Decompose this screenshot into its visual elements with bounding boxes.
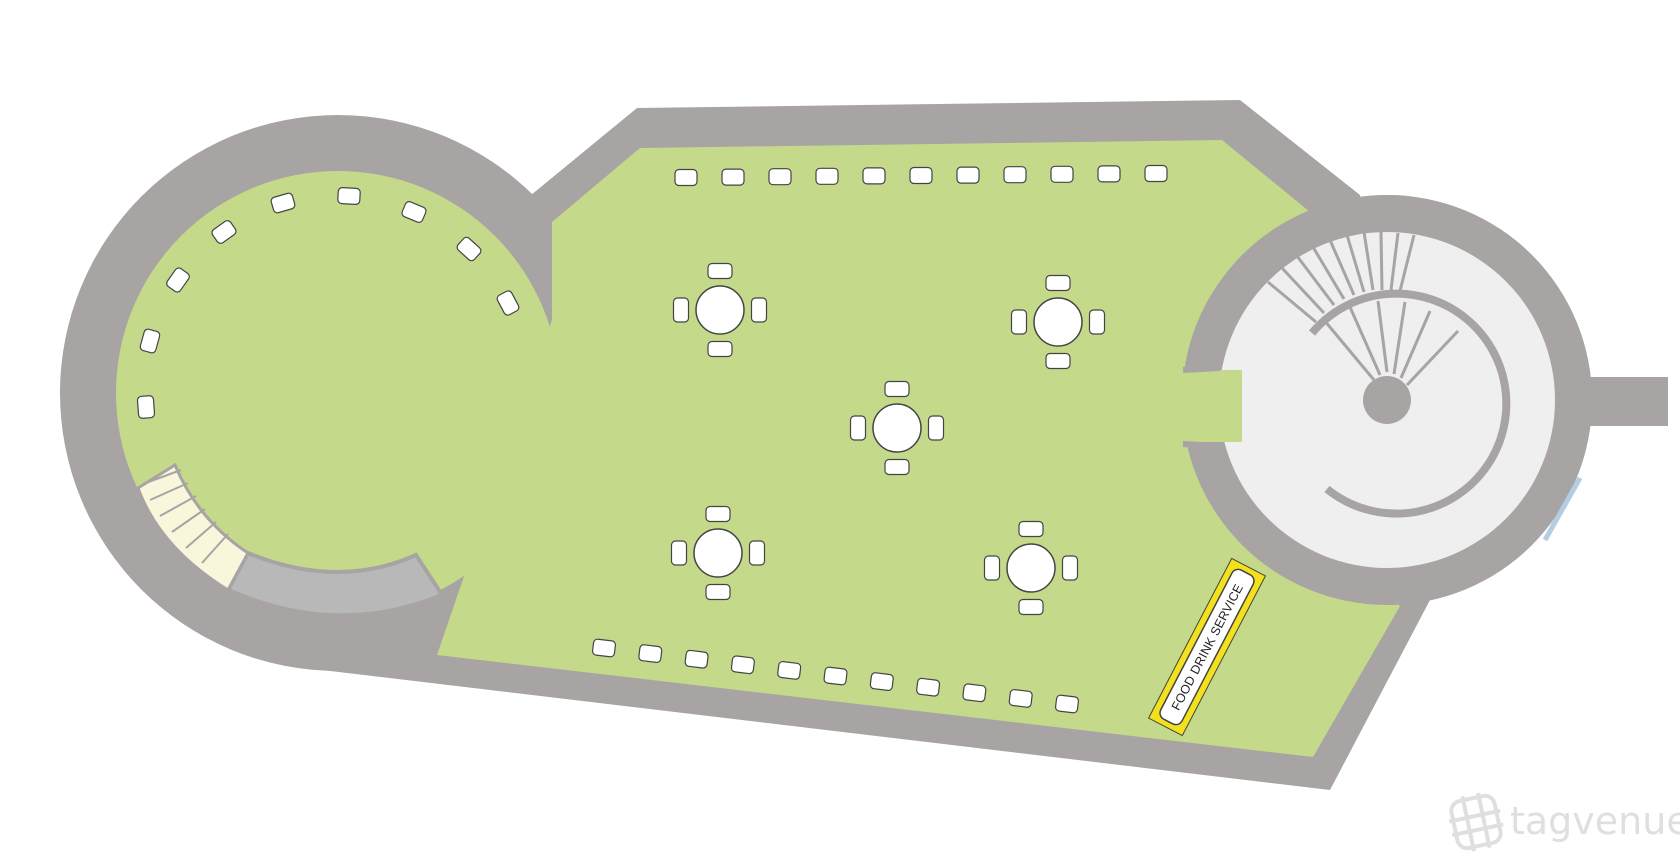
chair-icon [1018, 520, 1044, 538]
chair-icon [638, 644, 663, 664]
chair-icon [1054, 694, 1080, 714]
watermark-brand: tagvenue [1510, 799, 1680, 843]
chair-icon [815, 167, 839, 185]
chair-icon [1061, 555, 1079, 581]
chair-icon [496, 290, 520, 316]
chair-icon [862, 167, 886, 185]
chair-icon [456, 236, 482, 262]
chair-icon [956, 166, 980, 184]
chair-icon [849, 415, 867, 441]
round-table-icon [1033, 297, 1083, 347]
chair-icon [1045, 274, 1071, 292]
stair-room-doorway [1180, 370, 1242, 442]
main-hall-floor [437, 140, 1400, 757]
stair-treads [1267, 231, 1460, 387]
chair-icon [672, 297, 690, 323]
chair-icon [1097, 165, 1121, 183]
rotunda-features [136, 462, 445, 618]
tower-annex-wall [1585, 377, 1668, 426]
chair-icon [670, 540, 688, 566]
stair-door-jamb-bottom [1182, 441, 1221, 449]
chair-icon [884, 380, 910, 398]
chair-icon [1050, 165, 1074, 183]
service-counter-inner [1159, 568, 1255, 726]
chair-icon [1010, 309, 1028, 335]
chair-icon [927, 415, 945, 441]
chair-icon [869, 672, 894, 692]
stair-door-jamb-top [1182, 365, 1221, 373]
chair-icon [823, 666, 848, 686]
chair-icon [270, 192, 296, 214]
chair-icon [1088, 309, 1106, 335]
spiral-staircase-icon [1267, 231, 1511, 518]
chair-icon [909, 166, 933, 185]
rotunda-floor [116, 171, 560, 615]
chair-icon [750, 297, 768, 323]
stair-newel [1363, 376, 1411, 424]
window [1542, 476, 1583, 542]
chair-icon [962, 683, 987, 703]
chair-icon [591, 638, 617, 658]
round-table-icon [872, 403, 922, 453]
chair-icon [1045, 352, 1071, 370]
stair-outer-rail [1308, 289, 1511, 518]
chair-icon [707, 340, 733, 358]
chair-icon [777, 660, 802, 680]
chair-icon [337, 187, 361, 205]
tagvenue-logo-icon [1448, 792, 1504, 852]
chair-icon [401, 201, 427, 223]
chair-icon [705, 583, 731, 601]
chair-icon [916, 677, 941, 697]
stage [225, 550, 445, 618]
chair-icon [748, 540, 766, 566]
chair-icon [139, 328, 161, 354]
chair-icon [166, 267, 190, 293]
chair-icon [721, 168, 745, 186]
furniture [136, 164, 1168, 714]
chair-icon [674, 168, 698, 187]
round-table-icon [695, 285, 745, 335]
chair-icon [1018, 598, 1044, 616]
round-table-icon [1006, 543, 1056, 593]
chair-icon [1008, 688, 1033, 708]
service-counter: FOOD DRINK SERVICE [1147, 557, 1267, 737]
chair-icon [684, 649, 709, 669]
chair-icon [1144, 164, 1168, 183]
chair-icon [211, 220, 237, 244]
chair-icon [705, 505, 731, 523]
rotunda-doorway [545, 350, 610, 440]
chair-icon [707, 262, 733, 280]
chair-icon [768, 168, 792, 186]
watermark: tagvenue [1448, 792, 1680, 852]
chair-icon [1003, 166, 1027, 184]
entry-steps-icon [136, 462, 250, 593]
entry-steps-treads [142, 469, 229, 564]
chair-icon [136, 395, 156, 419]
chair-icon [730, 655, 755, 675]
chair-icon [983, 555, 1001, 581]
chair-icon [884, 458, 910, 476]
round-table-icon [693, 528, 743, 578]
